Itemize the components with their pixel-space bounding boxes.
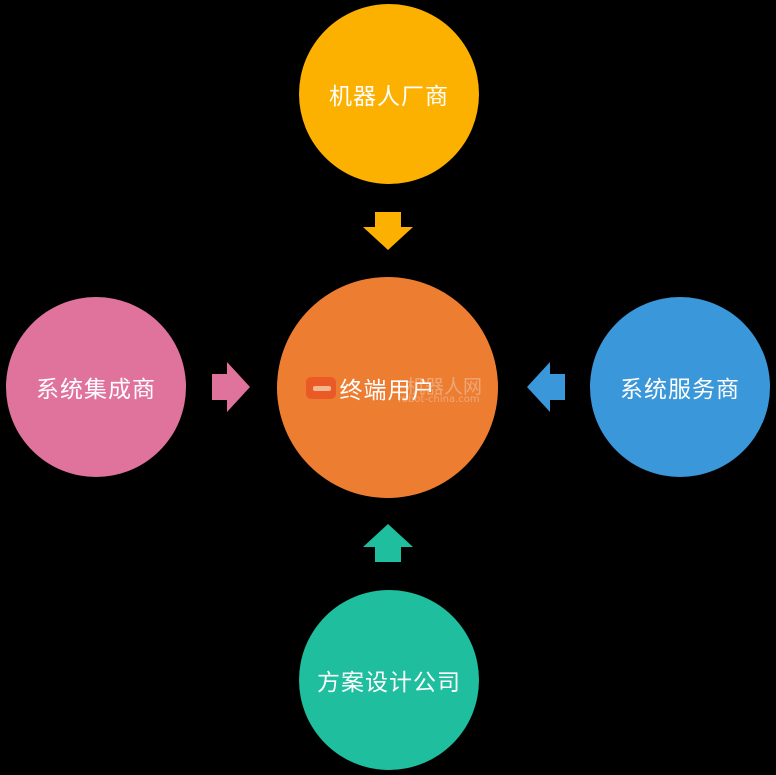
arrow-left-shape <box>527 362 565 412</box>
node-label-system-integrator: 系统集成商 <box>36 377 156 403</box>
arrow-right-icon <box>212 362 250 412</box>
arrow-right-shape <box>212 362 250 412</box>
node-solution-design-company: 方案设计公司 <box>299 590 479 770</box>
node-label-system-service-provider: 系统服务商 <box>620 377 740 403</box>
node-system-integrator: 系统集成商 <box>6 297 186 477</box>
node-system-service-provider: 系统服务商 <box>590 297 770 477</box>
node-label-robot-manufacturer: 机器人厂商 <box>329 84 449 110</box>
node-robot-manufacturer: 机器人厂商 <box>299 4 479 184</box>
arrow-up-shape <box>363 524 413 562</box>
arrow-down-shape <box>363 212 413 250</box>
node-label-end-user: 终端用户 <box>339 377 436 404</box>
arrow-left-icon <box>527 362 565 412</box>
arrow-up-icon <box>363 524 413 562</box>
arrow-down-icon <box>363 212 413 250</box>
node-label-solution-design-company: 方案设计公司 <box>317 670 461 696</box>
node-end-user: 终端用户 <box>277 277 498 498</box>
